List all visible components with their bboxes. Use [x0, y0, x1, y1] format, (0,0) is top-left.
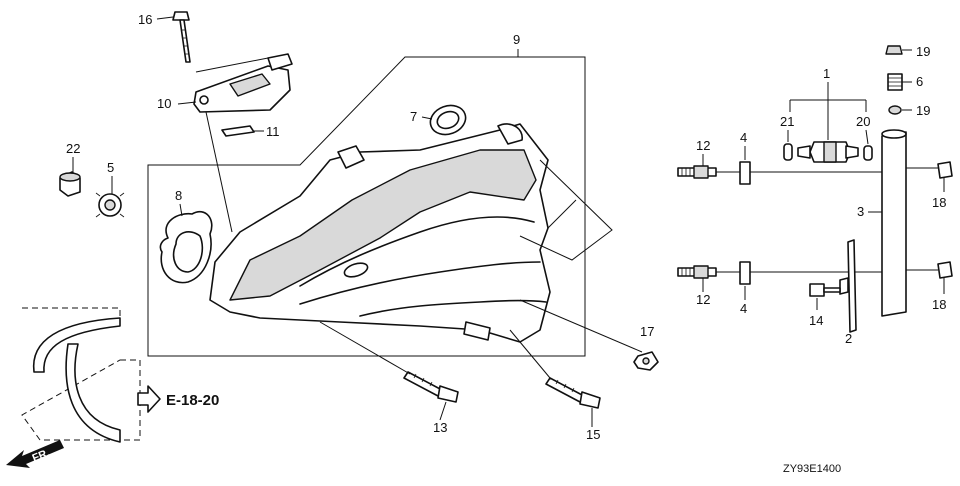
callout-19b: 19: [916, 103, 930, 118]
callout-5: 5: [107, 160, 114, 175]
callout-12b: 12: [696, 292, 710, 307]
clamp-part-7: [429, 104, 467, 136]
bolt-part-13: [403, 371, 459, 403]
nut-part-18-upper: [937, 161, 953, 179]
stud-part-12-lower: [677, 265, 717, 279]
callout-20: 20: [856, 114, 870, 129]
callout-3: 3: [857, 204, 864, 219]
cap-part-22: [59, 171, 81, 197]
callout-18b: 18: [932, 297, 946, 312]
cap-part-19-top: [885, 45, 903, 55]
callout-16: 16: [138, 12, 152, 27]
callout-11: 11: [266, 124, 280, 139]
plate-part-2: [839, 239, 857, 333]
callout-4a: 4: [740, 130, 747, 145]
ring-part-19-bottom: [888, 105, 902, 115]
fuel-rail-part-3: [881, 129, 907, 317]
callout-2: 2: [845, 331, 852, 346]
bolt-part-15: [545, 377, 601, 409]
callout-8: 8: [175, 188, 182, 203]
callout-9: 9: [513, 32, 520, 47]
bolt-part-16: [172, 11, 191, 63]
callout-22: 22: [66, 141, 80, 156]
callout-10: 10: [157, 96, 171, 111]
intake-manifold-part-9: [209, 123, 551, 343]
stud-part-12-upper: [677, 165, 717, 179]
callout-17: 17: [640, 324, 654, 339]
callout-7: 7: [410, 109, 417, 124]
callout-12a: 12: [696, 138, 710, 153]
nut-part-18-lower: [937, 261, 953, 279]
nut-part-17: [633, 351, 659, 371]
gasket-part-8: [159, 210, 213, 284]
callout-1: 1: [823, 66, 830, 81]
filter-part-6: [887, 73, 903, 91]
callout-19a: 19: [916, 44, 930, 59]
callout-15: 15: [586, 427, 600, 442]
collar-part-4-upper: [739, 161, 751, 185]
manifold-group-outline: [147, 56, 586, 357]
callout-21: 21: [780, 114, 794, 129]
callout-13: 13: [433, 420, 447, 435]
bolt-part-14: [809, 283, 841, 297]
bracket-part-10: [193, 53, 293, 113]
breather-hose: [32, 317, 121, 443]
callout-14: 14: [809, 313, 823, 328]
injector-part-1: [797, 141, 859, 163]
front-arrow: FR.: [6, 440, 64, 468]
reference-label: E-18-20: [166, 392, 219, 409]
seal-part-20: [863, 145, 873, 161]
reference-arrow: E-18-20: [137, 385, 219, 413]
clip-part-11: [221, 125, 255, 137]
callout-4b: 4: [740, 301, 747, 316]
collar-part-4-lower: [739, 261, 751, 285]
drawing-code: ZY93E1400: [783, 463, 841, 475]
seal-part-21: [783, 143, 793, 161]
nut-part-5: [95, 192, 125, 218]
callout-6: 6: [916, 74, 923, 89]
callout-18a: 18: [932, 195, 946, 210]
